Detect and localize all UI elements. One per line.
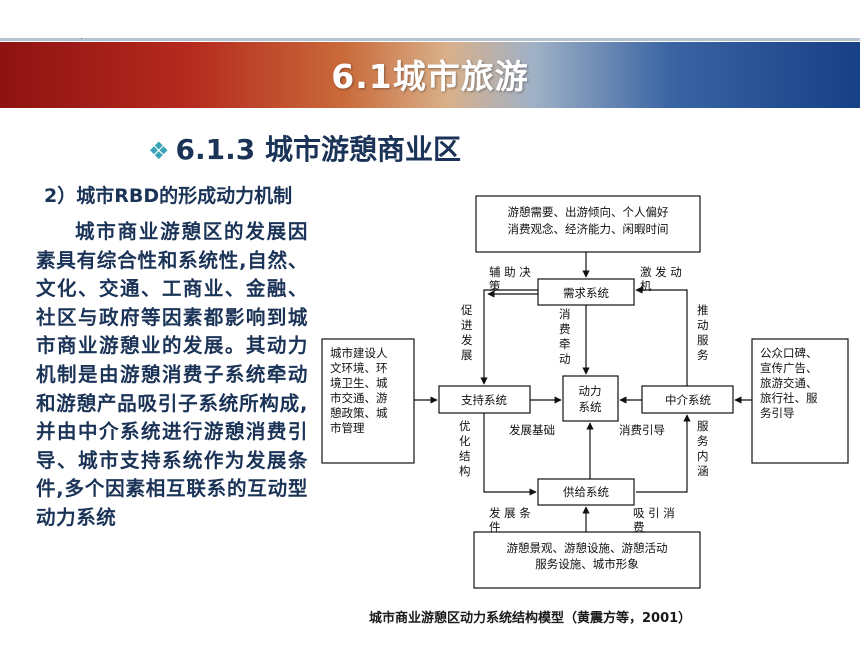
- body-paragraph: 城市商业游憩区的发展因素具有综合性和系统性,自然、文化、交通、工商业、金融、社区…: [36, 220, 308, 529]
- label-attract: 吸 引 消: [633, 506, 675, 520]
- left-factor-box: [321, 338, 415, 464]
- title-banner: [0, 42, 860, 108]
- label-consume-pull: 牵: [559, 337, 571, 351]
- left-box-line: 憩政策、城: [330, 406, 388, 420]
- right-box-line: 旅游交通、: [760, 376, 818, 390]
- diagram-caption: 城市商业游憩区动力系统结构模型（黄震方等，2001）: [369, 611, 692, 626]
- label-optimize: 优: [459, 419, 471, 433]
- diamond-bullet-icon: ❖: [148, 137, 170, 165]
- label-optimize: 化: [459, 434, 471, 448]
- intermediary-system-label: 中介系统: [665, 393, 711, 407]
- core-label-line1: 动力: [579, 384, 602, 398]
- label-stimulate-2: 机: [640, 279, 652, 293]
- left-box-line: 文环境、环: [330, 361, 388, 375]
- support-system-label: 支持系统: [461, 393, 507, 407]
- left-box-line: 市交通、游: [330, 391, 388, 405]
- label-promote-dev: 促: [461, 303, 473, 317]
- banner-top-line: [0, 38, 860, 41]
- core-label-line2: 系统: [579, 400, 602, 414]
- label-consume-pull: 消: [559, 307, 571, 321]
- label-service-content: 服: [697, 419, 709, 433]
- corner-dot: .: [80, 32, 83, 42]
- label-dev-cond-2: 件: [489, 520, 501, 534]
- left-box-line: 市管理: [330, 421, 365, 435]
- label-attract-2: 费: [633, 520, 645, 534]
- bottom-box-line2: 服务设施、城市形象: [535, 557, 639, 571]
- supply-system-label: 供给系统: [563, 485, 609, 499]
- bottom-factor-box: [473, 531, 701, 589]
- label-drive-service: 推: [697, 303, 709, 317]
- right-factor-box: [751, 338, 849, 464]
- right-box-line: 宣传广告、: [760, 361, 818, 375]
- label-stimulate: 激 发 动: [640, 265, 682, 279]
- label-optimize: 结: [459, 449, 471, 463]
- label-drive-service: 服: [697, 333, 709, 347]
- label-consume-pull: 费: [559, 322, 571, 336]
- subheading: 2）城市RBD的形成动力机制: [44, 185, 293, 207]
- left-box-line: 境卫生、城: [330, 376, 388, 390]
- core-dynamic-box: [562, 375, 619, 422]
- label-drive-service: 务: [697, 348, 709, 362]
- label-service-content: 务: [697, 434, 709, 448]
- supply-system-box: [537, 478, 635, 506]
- demand-system-label: 需求系统: [563, 286, 609, 300]
- right-box-line: 公众口碑、: [760, 346, 818, 360]
- label-dev-base: 发展基础: [509, 423, 555, 437]
- top-box-line1: 游憩需要、出游倾向、个人偏好: [508, 205, 669, 219]
- label-service-content: 内: [697, 449, 709, 463]
- label-promote-dev: 发: [461, 333, 473, 347]
- label-consume-pull: 动: [559, 352, 571, 366]
- label-aux-decision: 辅 助 决: [489, 265, 531, 279]
- top-box-line2: 消费观念、经济能力、闲暇时间: [508, 222, 669, 236]
- label-promote-dev: 进: [461, 318, 473, 332]
- label-service-content: 涵: [697, 464, 709, 478]
- section-title-text: 6.1.3 城市游憩商业区: [175, 133, 461, 166]
- label-dev-cond: 发 展 条: [489, 506, 531, 520]
- left-box-line: 城市建设人: [330, 346, 388, 360]
- bottom-box-line1: 游憩景观、游憩设施、游憩活动: [507, 541, 668, 555]
- section-title: ❖6.1.3 城市游憩商业区: [148, 128, 461, 168]
- top-factor-box: [475, 195, 701, 253]
- right-box-line: 务引导: [760, 406, 795, 420]
- label-optimize: 构: [459, 464, 471, 478]
- label-promote-dev: 展: [461, 348, 473, 362]
- label-drive-service: 动: [697, 318, 709, 332]
- right-box-line: 旅行社、服: [760, 391, 818, 405]
- label-aux-decision-2: 策: [489, 279, 501, 293]
- page-title: 6.1城市旅游: [331, 57, 529, 96]
- label-consume-guide: 消费引导: [619, 423, 665, 437]
